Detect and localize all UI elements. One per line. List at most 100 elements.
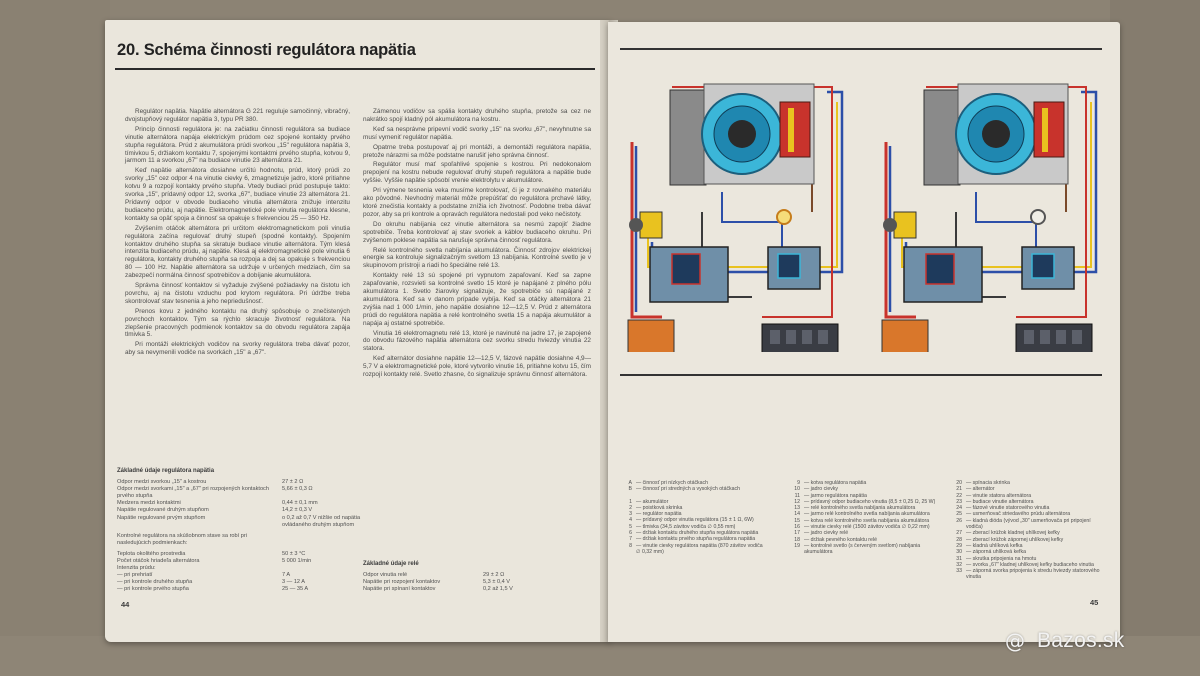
legend-item: 25— usmerňovač striedavého prúdu alterná… [948,511,1108,517]
spec-value: 0,44 ± 0,1 mm [282,500,318,507]
legend-text: — skrutka pripojenia na hmotu [966,555,1037,562]
legend-number: 3 [629,511,632,518]
legend-item: 22— vinutie statora alternátora [948,493,1108,499]
spec-label: Napätie pri rozpojení kontaktov [363,579,441,586]
paragraph: Vinutia 16 elektromagnetu relé 13, ktoré… [363,329,591,353]
spec-label: Odpor vinutia relé [363,572,408,579]
rectifier-detail [788,108,794,152]
legend-item: 5— tlmivka (34,5 závitov vodiča ∅ 0,55 m… [618,524,768,530]
legend-text: — záporná svorka pripojenia k stredu hvi… [966,568,1100,581]
spec-value: 5,3 ± 0,4 V [483,579,511,586]
spec-value: 5 000 1/min [282,558,312,565]
legend-text: — kotva regulátora napätia [804,480,867,486]
legend-text: — vinutie cievky regulátora napätia (870… [636,542,763,555]
paragraph: Regulátor napätia. Napätie alternátora G… [125,108,350,123]
relay-coil-icon [1031,253,1055,279]
legend-number: 4 [629,517,632,524]
fuse-box-icon [627,319,675,352]
spec-value: 50 ± 3 °C [282,550,306,557]
bazos-logo-icon: @ [1005,629,1025,653]
legend-number: 25 [956,511,962,518]
spec-label: Napätie regulované prvým stupňom [117,514,206,521]
legend-item: 27 — zberací krúžok kladnej uhlíkovej kef… [948,530,1108,536]
legend-number: 33 [956,568,962,575]
title-bar: 20. Schéma činnosti regulátora napätia [115,38,595,70]
spec-value: 5,66 ± 0,3 Ω [282,486,313,493]
legend-item: 33 — záporná svorka pripojenia k stredu h… [948,568,1108,581]
ignition-key-icon [629,218,643,232]
legend-number: 26 [956,517,962,524]
paragraph: Relé kontrolného svetla nabíjania akumul… [363,246,591,270]
rectifier-icon [779,101,811,158]
wiring-diagram-b [881,83,1098,352]
fuse-box-icon [881,319,929,352]
legend-text: — prídavný odpor budiaceho vinutia (8,5 … [804,498,936,505]
paragraph: Správna činnosť kontaktov si vyžaduje zv… [125,282,350,305]
legend-text: — kladná dióda (vývod „30" usmerňovača p… [966,517,1091,531]
paragraph: Pri montáži elektrických vodičov na svor… [125,341,350,357]
rectifier-detail [1042,108,1048,152]
ignition-switch-icon [639,211,663,239]
rotor-core-icon [982,120,1010,148]
legend-item: 20— spínacia skrinka [948,480,1108,486]
page-number: 45 [1090,598,1099,607]
spec-value: 0,2 až 1,5 V [483,586,513,593]
legend-text: — zberací krúžok kladnej uhlíkovej kefky [966,530,1060,537]
spec-label: Teplota okolitého prostredia [117,550,186,557]
wire [630,142,662,319]
legend-item: 24— fázové vinutie statorového vinutia [948,505,1108,511]
legend-text: — držiak kontaktu druhého stupňa regulát… [636,530,759,537]
legend-number: 11 [794,492,800,499]
legend-item: 13— relé kontrolného svetla nabíjania ak… [786,505,936,511]
paragraph: Zámenou vodičov sa spália kontakty druhé… [363,108,591,123]
spec-value: 27 ± 2 Ω [282,479,304,486]
text-column-2: Zámenou vodičov sa spália kontakty druhé… [363,108,591,381]
legend-item: 14— jarmo relé kontrolného svetla nabíja… [786,511,936,517]
legend-text: — akumulátor [636,498,669,505]
wire [884,142,916,319]
rule-line [620,374,1102,376]
spec-label: Intenzita prúdu: [117,565,156,572]
legend-item: 23— budiace vinutie alternátora [948,499,1108,505]
legend-text: — držiak kontaktu prvého stupňa reguláto… [636,536,756,543]
paragraph: Opatrne treba postupovať aj pri montáži,… [363,143,591,159]
battery-cell [1040,330,1050,344]
spec-label: Odpor medzi svorkami „15" a „67" pri roz… [117,486,269,500]
battery-cell [818,330,828,344]
spec-heading: Základné údaje regulátora napätia [117,468,215,474]
spec-value: 14,2 ± 0,3 V [282,507,313,514]
legend-number: 27 [956,530,962,537]
regulator-coil-icon [925,253,955,285]
wire [647,102,838,268]
left-page: 20. Schéma činnosti regulátora napätia R… [105,20,610,642]
legend-number: 18 [794,536,800,543]
paragraph: Regulátor musí mať spoľahlivé spojenie s… [363,161,591,185]
legend-number: B [628,486,632,493]
legend-item: 6— držiak kontaktu druhého stupňa regulá… [618,530,768,536]
legend-item: 18— držiak pevného kontaktu relé [786,537,936,543]
legend-number: 24 [956,505,962,512]
legend-item: 10— jadro cievky [786,486,936,492]
legend-text: — kladná uhlíková kefka [966,542,1023,549]
wire [975,192,1037,252]
spec-label: Medzera medzi kontaktmi [117,500,181,507]
battery-cell [1072,330,1082,344]
legend-text: — činnosť pri stredných a vysokých otáčk… [636,486,741,493]
legend-text: — budiace vinutie alternátora [966,498,1034,505]
background-right [1110,0,1200,676]
battery-cell [786,330,796,344]
text-column-1: Regulátor napätia. Napätie alternátora G… [125,108,350,359]
legend-item: 16— vinutie cievky relé (1500 závitov vo… [786,524,936,530]
rotor-core-icon [728,120,756,148]
legend-number: 5 [629,523,632,530]
legend-item: 17— jadro cievky relé [786,530,936,536]
spec-value [282,533,362,547]
